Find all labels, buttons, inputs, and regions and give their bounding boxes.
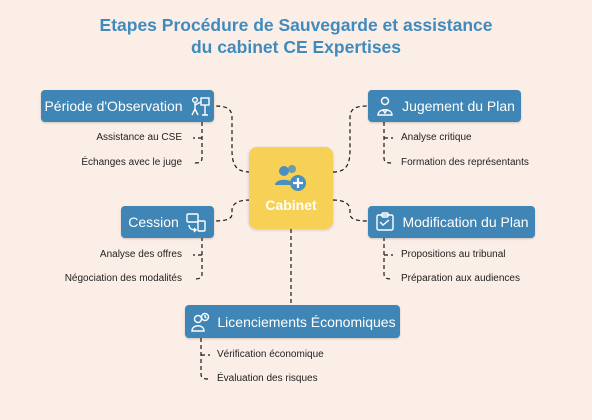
connector-jugement-sub	[383, 122, 394, 164]
worker-icon	[189, 311, 211, 333]
sub-formation-representants: Formation des représentants	[401, 157, 529, 168]
judge-icon	[374, 95, 396, 117]
node-modification-plan: Modification du Plan	[368, 206, 535, 238]
connector-observation-sub	[192, 122, 203, 164]
diagram-title: Etapes Procédure de Sauvegarde et assist…	[0, 14, 592, 58]
connector-observation	[213, 105, 251, 173]
connector-licenciements-sub	[200, 338, 211, 380]
sub-echanges-juge: Échanges avec le juge	[81, 157, 182, 168]
connector-jugement	[332, 105, 369, 173]
sub-verification-economique: Vérification économique	[217, 349, 324, 360]
presenter-icon	[189, 95, 211, 117]
sub-negociation-modalites: Négociation des modalités	[64, 273, 182, 284]
sub-evaluation-risques: Évaluation des risques	[217, 373, 318, 384]
connector-cession	[213, 199, 251, 222]
sub-preparation-audiences: Préparation aux audiences	[401, 273, 520, 284]
center-node-cabinet: Cabinet	[249, 147, 333, 229]
users-plus-icon	[275, 165, 306, 191]
node-label: Licenciements Économiques	[217, 313, 396, 330]
sub-analyse-offres: Analyse des offres	[99, 249, 182, 260]
title-line-1: Etapes Procédure de Sauvegarde et assist…	[99, 15, 493, 35]
center-label: Cabinet	[265, 197, 317, 213]
sub-assistance-cse: Assistance au CSE	[96, 132, 182, 143]
clipboard-icon	[374, 211, 396, 233]
node-label: Période d'Observation	[44, 98, 183, 114]
node-label: Modification du Plan	[402, 214, 529, 230]
node-periode-observation: Période d'Observation	[41, 90, 214, 122]
transfer-icon	[185, 211, 207, 233]
node-label: Cession	[128, 214, 179, 230]
node-jugement-plan: Jugement du Plan	[368, 90, 521, 122]
sub-propositions-tribunal: Propositions au tribunal	[401, 249, 506, 260]
node-label: Jugement du Plan	[402, 98, 515, 114]
sub-analyse-critique: Analyse critique	[401, 132, 472, 143]
node-cession: Cession	[121, 206, 214, 238]
connector-modification	[332, 199, 369, 222]
title-line-2: du cabinet CE Expertises	[190, 37, 402, 57]
connector-cession-sub	[192, 237, 203, 280]
node-licenciements-economiques: Licenciements Économiques	[185, 305, 400, 338]
connector-modification-sub	[383, 237, 394, 280]
